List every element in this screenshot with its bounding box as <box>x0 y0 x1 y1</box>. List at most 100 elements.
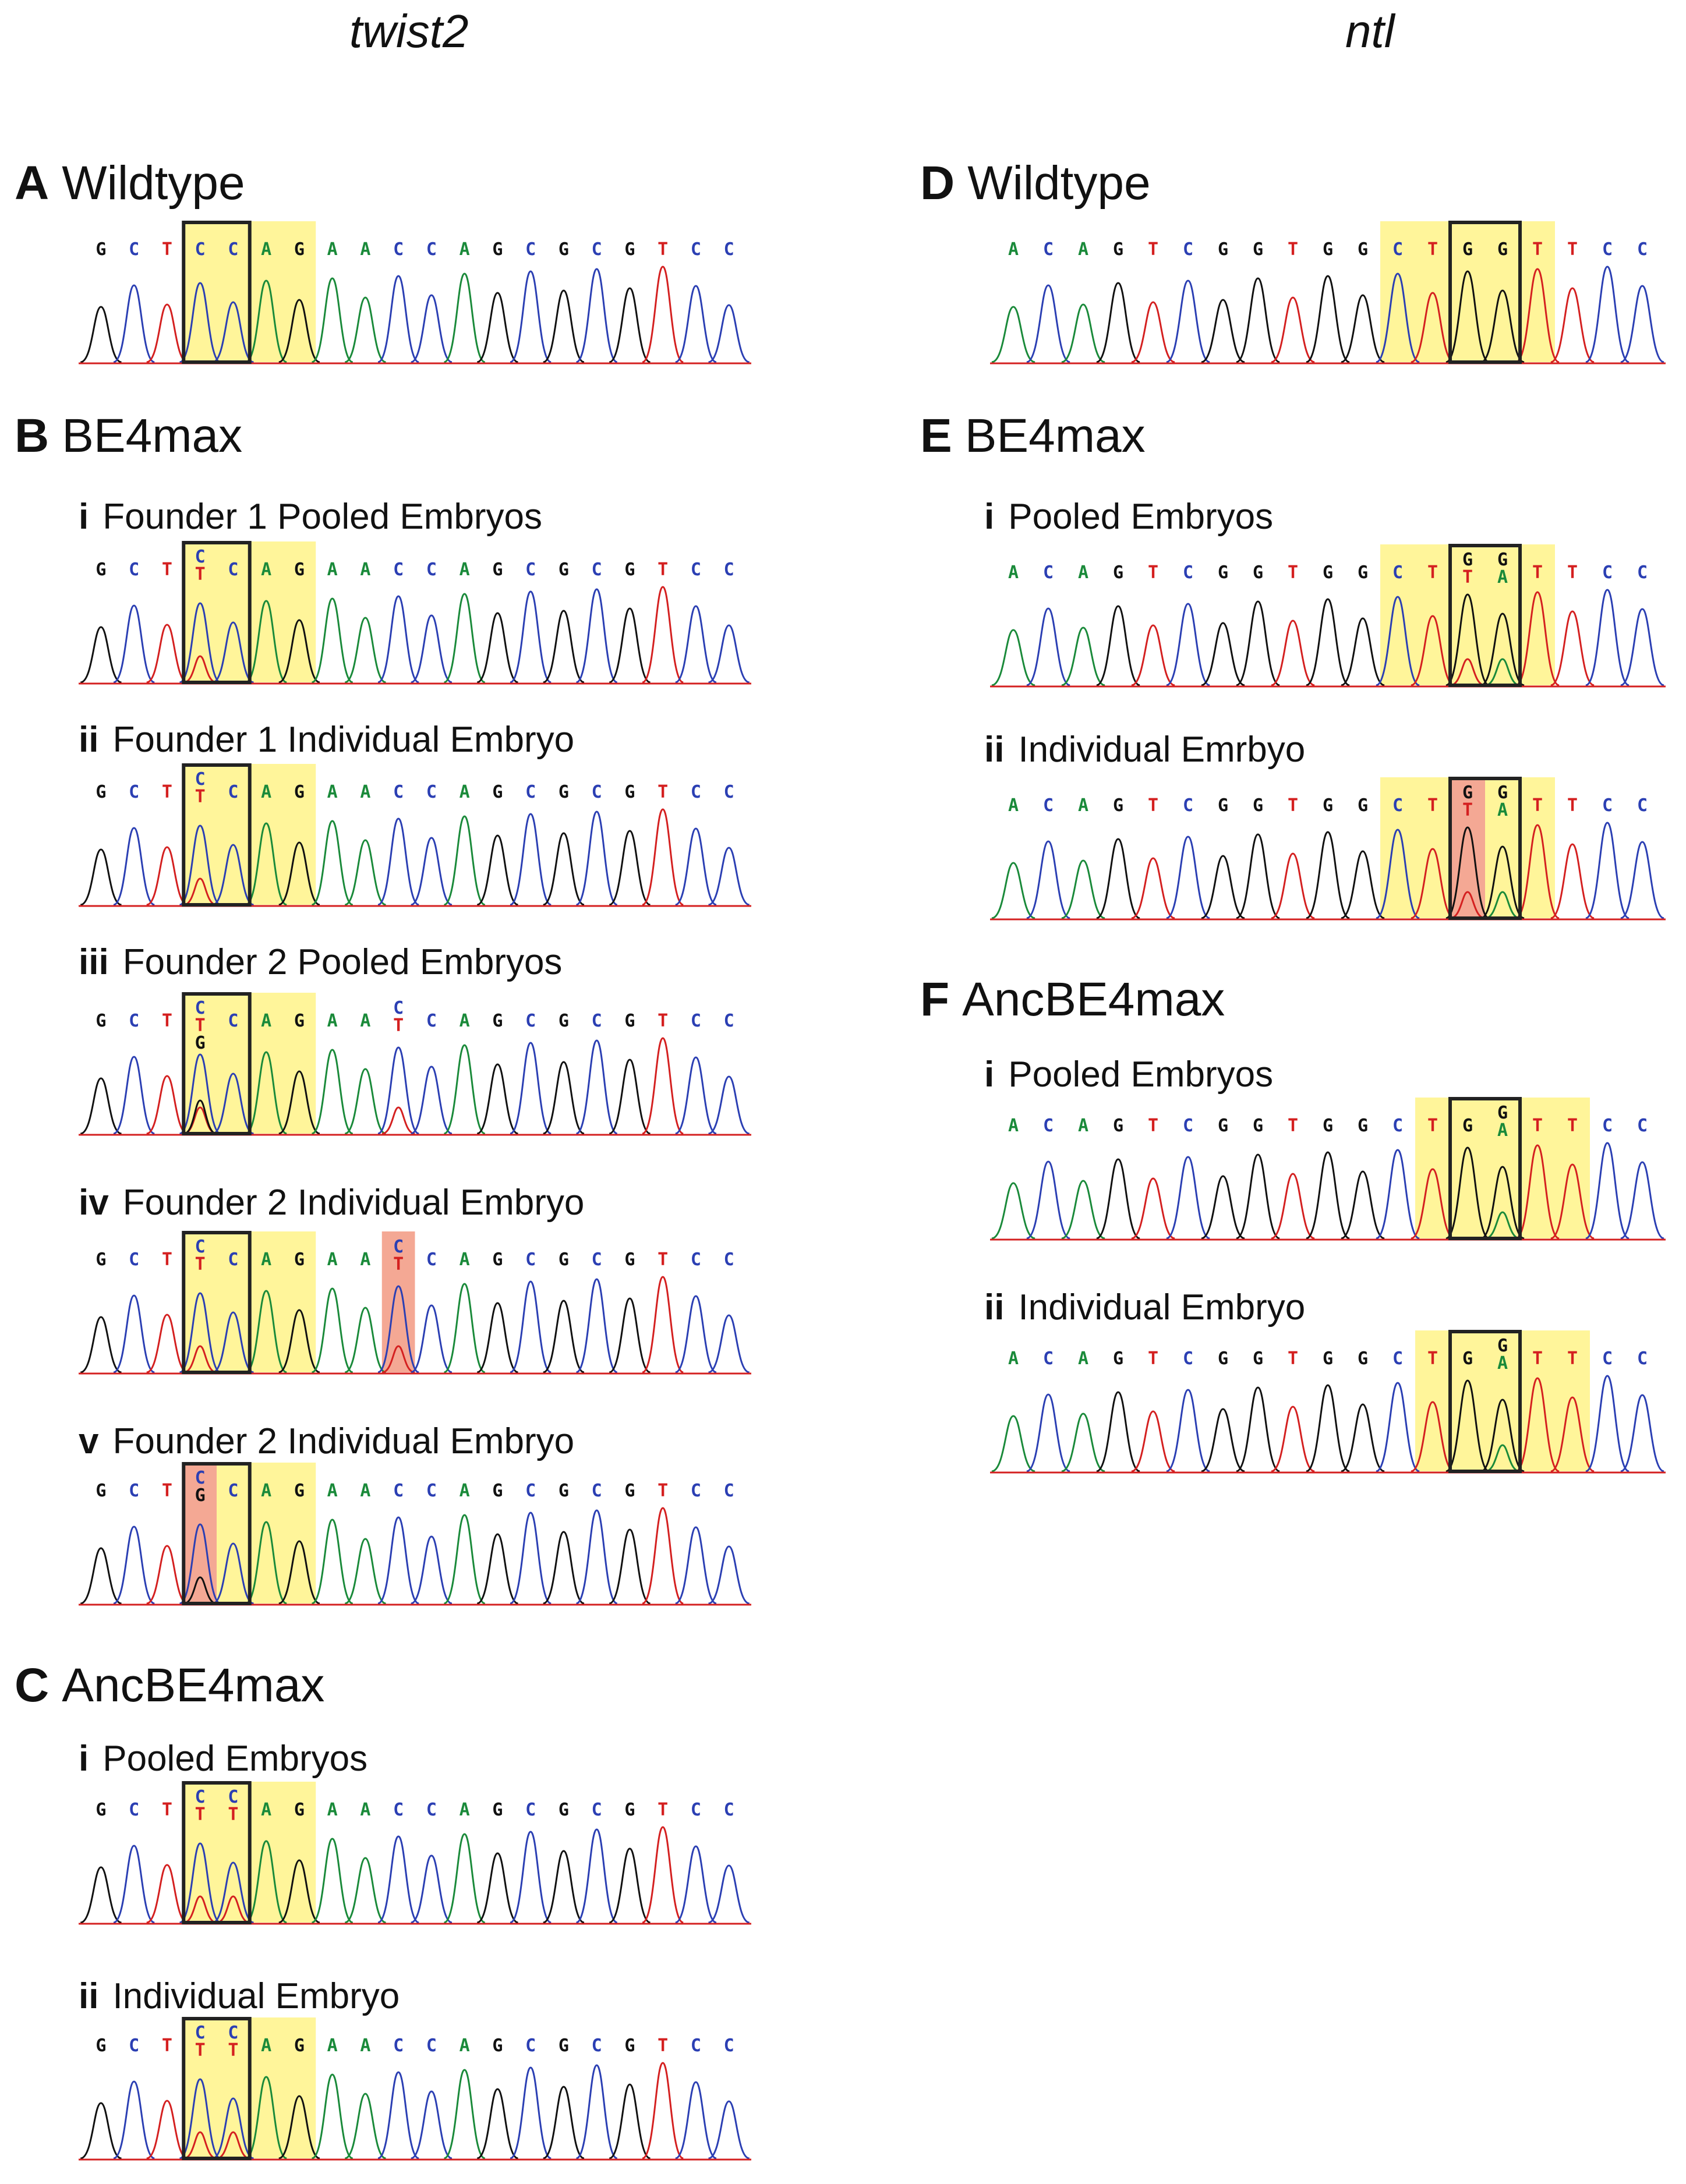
secondary-peak <box>183 1895 217 1924</box>
base-call: T <box>162 239 172 260</box>
alternate-base-call: T <box>393 1254 404 1275</box>
base-call: G <box>492 1800 503 1820</box>
base-call: G <box>1218 1348 1228 1369</box>
base-call: C <box>1392 1116 1403 1136</box>
base-call: T <box>1288 1348 1298 1369</box>
chromatogram-peak <box>1341 850 1385 919</box>
base-call: T <box>1567 1348 1578 1369</box>
chromatogram-peak <box>1201 1175 1245 1240</box>
secondary-peak <box>183 655 217 684</box>
chromatogram-peak <box>278 1859 320 1924</box>
base-call: A <box>261 782 271 802</box>
base-call: C <box>1183 795 1193 816</box>
base-call: A <box>261 1011 271 1031</box>
base-call: C <box>1043 795 1054 816</box>
chromatogram-peak <box>708 847 750 906</box>
base-call: G <box>492 1011 503 1031</box>
chromatogram-peak <box>377 595 419 684</box>
base-call: G <box>1462 1116 1473 1136</box>
chromatogram-peak <box>411 1535 453 1605</box>
chromatogram-peak <box>245 2076 287 2160</box>
base-call: G <box>96 1249 106 1270</box>
base-call: G <box>1358 1348 1368 1369</box>
base-call: C <box>228 560 238 580</box>
base-call: C <box>426 239 437 260</box>
base-call: T <box>1567 562 1578 583</box>
base-call: A <box>1078 562 1088 583</box>
chromatogram-peak <box>344 839 387 906</box>
base-call: C <box>228 2023 238 2043</box>
chromatogram-peak <box>675 1056 717 1135</box>
chromatogram-peak <box>675 827 717 906</box>
base-call: C <box>1183 1348 1193 1369</box>
subpanel-label: Individual Emrbyo <box>1018 730 1306 770</box>
base-call: C <box>1183 1116 1193 1136</box>
chromatogram-peak <box>245 600 287 684</box>
chromatogram-peak <box>212 844 255 906</box>
base-call: T <box>162 1011 172 1031</box>
base-call: G <box>1358 1116 1368 1136</box>
chromatogram-peak <box>476 612 519 684</box>
chromatogram-peak <box>1166 1389 1210 1472</box>
chromatogram-peak <box>80 848 122 906</box>
target-box <box>1448 1097 1522 1240</box>
subpanel-label: Pooled Embryos <box>1008 1054 1274 1095</box>
base-call: C <box>525 782 536 802</box>
base-call: T <box>1427 1116 1438 1136</box>
chromatogram-peak <box>510 1042 552 1135</box>
base-call: G <box>96 782 106 802</box>
chromatogram-peak <box>1166 1156 1210 1240</box>
base-call: A <box>360 1481 370 1501</box>
base-call: C <box>592 239 602 260</box>
chromatogram-peak <box>1026 840 1070 919</box>
chromatogram-peak <box>311 1518 354 1605</box>
chromatogram-peak <box>1515 1377 1560 1472</box>
chromatogram-peak <box>113 2080 155 2160</box>
chromatogram-peak <box>1061 1180 1105 1240</box>
chromatogram-peak <box>443 1514 486 1605</box>
base-call: A <box>460 1011 470 1031</box>
chromatogram-peak <box>311 820 354 906</box>
subpanel-number: ii <box>984 1287 1005 1328</box>
chromatogram-peak <box>1341 1403 1385 1472</box>
chromatogram-peak <box>1096 605 1140 686</box>
chromatogram-peak <box>1271 1173 1315 1240</box>
base-call: G <box>624 239 635 260</box>
base-call: A <box>327 2036 338 2056</box>
chromatogram-peak <box>1376 1382 1420 1472</box>
chromatogram-peak <box>991 1415 1035 1472</box>
base-call: C <box>525 1481 536 1501</box>
base-call: C <box>393 560 404 580</box>
base-call: C <box>393 239 404 260</box>
base-call: G <box>1113 562 1123 583</box>
chromatogram-peak <box>1341 1170 1385 1240</box>
base-call: T <box>1148 239 1158 260</box>
chromatogram-peak <box>1585 822 1630 919</box>
base-call: G <box>96 1011 106 1031</box>
chromatogram-peak <box>1201 855 1245 919</box>
base-call: C <box>525 560 536 580</box>
chromatogram-peak <box>476 2088 519 2160</box>
chromatogram-peak <box>575 810 618 906</box>
secondary-peak <box>1484 658 1521 686</box>
base-call: T <box>162 782 172 802</box>
alternate-base-call: G <box>195 1485 206 1506</box>
base-call: A <box>460 1481 470 1501</box>
base-call: G <box>1323 562 1333 583</box>
section-title: AncBE4max <box>62 1659 325 1712</box>
target-box <box>1448 544 1522 687</box>
base-call: C <box>426 782 437 802</box>
chromatogram-peak <box>575 2064 618 2160</box>
base-call: G <box>1113 1348 1123 1369</box>
chromatogram-peak <box>278 841 320 906</box>
chromatogram-peak <box>80 306 122 363</box>
chromatogram-peak <box>510 813 552 906</box>
chromatogram-peak <box>179 1292 221 1374</box>
chromatogram-peak <box>510 270 552 363</box>
target-box <box>182 1781 252 1924</box>
chromatogram-peak <box>245 822 287 906</box>
